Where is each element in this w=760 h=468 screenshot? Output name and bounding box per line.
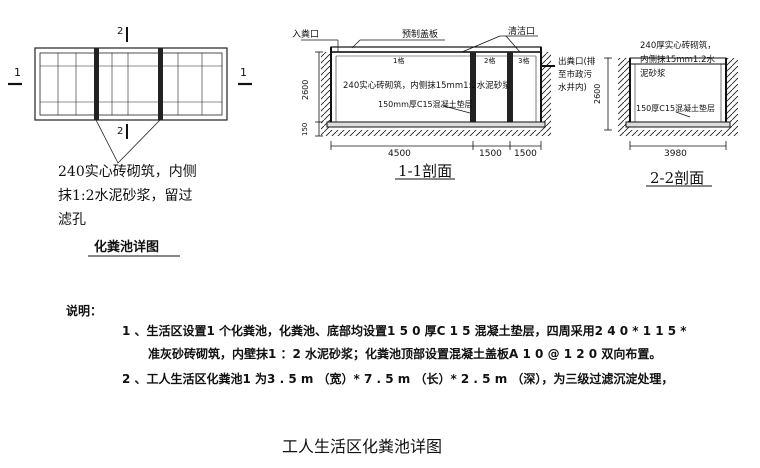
label-cover-slab: 预制盖板 [402, 30, 439, 40]
section-1-title: 1-1剖面 [398, 162, 453, 180]
plan-view [8, 27, 252, 257]
dim-base-1: 150 [301, 122, 309, 136]
cushion-note: 150mm厚C15混凝土垫层 [378, 100, 473, 109]
dim-horizontal-3: 1500 [514, 149, 537, 159]
chamber-label-3: 3格 [518, 57, 530, 65]
section-mark-bottom: 2 [117, 126, 124, 137]
dim-height-2: 2600 [593, 83, 602, 104]
section-mark-right: 1 [240, 66, 247, 79]
dim-horizontal-2: 1500 [479, 149, 502, 159]
plan-note-line-1: 240实心砖砌筑，内侧 [58, 164, 197, 180]
section-mark-left: 1 [14, 66, 21, 79]
outlet-line-3: 水井内) [558, 83, 587, 93]
dim-width-2: 3980 [664, 149, 687, 159]
note-line-1: 1 、生活区设置1 个化粪池，化粪池、底部均设置1 5 0 厚C 1 5 混凝土… [122, 324, 687, 338]
section-2-title: 2-2剖面 [650, 169, 705, 187]
plan-note-line-3: 滤孔 [58, 212, 86, 228]
wall-note: 240实心砖砌筑，内侧抹15mm1:2水泥砂浆 [343, 81, 511, 91]
s2-wall-note-1: 240厚实心砖砌筑， [640, 41, 716, 51]
label-cleanout: 清洁口 [508, 27, 536, 37]
note-line-3: 2 、工人生活区化粪池1 为3 . 5 m （宽）* 7 . 5 m （长）* … [122, 372, 674, 386]
dim-horizontal-1: 4500 [388, 149, 411, 159]
outlet-line-1: 出粪口(排 [558, 57, 596, 67]
s2-cushion-note: 150厚C15混凝土垫层 [636, 104, 716, 113]
note-line-2: 准灰砂砖砌筑，内壁抹1 ：2 水泥砂浆；化粪池顶部设置混凝土盖板A 1 0 @ … [148, 347, 662, 361]
figure-caption: 工人生活区化粪池详图 [282, 437, 443, 456]
chamber-label-1: 1格 [393, 57, 405, 65]
dim-height-1: 2600 [301, 79, 310, 100]
section-mark-top: 2 [117, 26, 124, 37]
plan-note-line-2: 抹1:2水泥砂浆，留过 [58, 188, 193, 204]
label-inlet: 入粪口 [292, 30, 320, 40]
plan-title: 化粪池详图 [94, 240, 160, 255]
notes-heading: 说明： [66, 304, 103, 318]
septic-tank-drawing [8, 27, 738, 257]
chamber-label-2: 2格 [484, 57, 496, 65]
outlet-line-2: 至市政污 [558, 70, 593, 80]
s2-wall-note-2: 内侧抹15mm1:2水 [640, 55, 716, 65]
section-2-2 [604, 57, 738, 187]
section-1-1 [301, 35, 555, 180]
s2-wall-note-3: 泥砂浆 [640, 69, 666, 79]
